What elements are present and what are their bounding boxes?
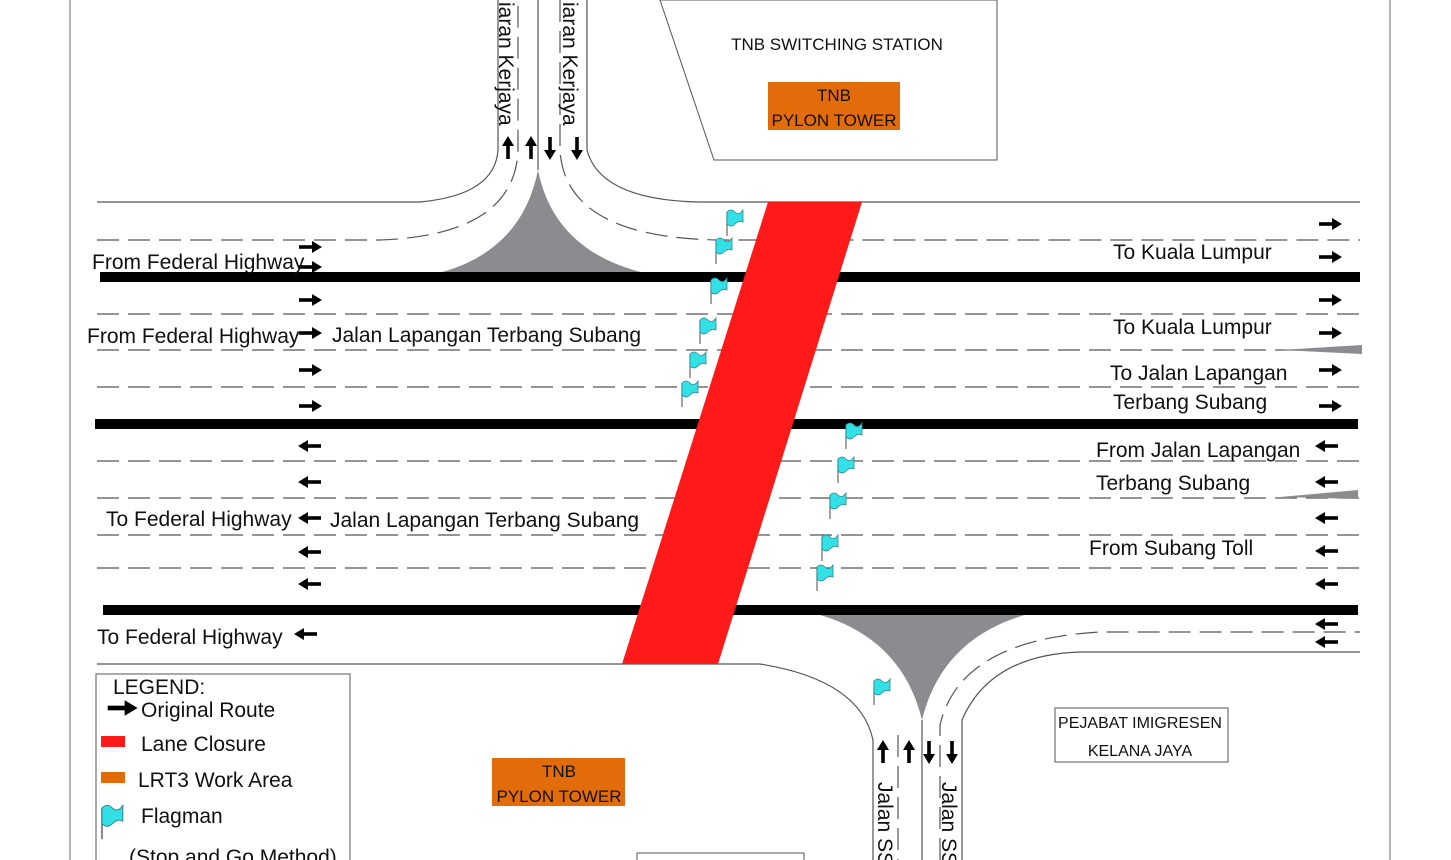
pylon-bottom-label-2: PYLON TOWER [496, 787, 621, 806]
road-edges [97, 0, 1360, 860]
road-name-top-left: iaran Kerjaya [494, 2, 517, 126]
arrow-icon [298, 440, 321, 452]
arrow-icon [298, 476, 321, 488]
lane-closure-zone [622, 202, 862, 664]
arrow-icon [502, 136, 514, 159]
arrow-icon [1319, 218, 1342, 230]
arrow-icon [298, 546, 321, 558]
flagman-icon [821, 534, 839, 562]
legend-box [95, 673, 351, 860]
flagman-icon [829, 492, 847, 520]
arrow-icon [298, 578, 321, 590]
arrow-icon [299, 294, 322, 306]
pylon-bottom-label: TNB [542, 762, 576, 781]
arrow-icon [525, 136, 537, 159]
arrow-icon [1315, 476, 1338, 488]
legend-work-area-swatch [101, 772, 125, 783]
office-label-2: KELANA JAYA [1088, 743, 1193, 760]
legend-item: Flagman [141, 805, 223, 828]
arrow-icon [877, 740, 889, 763]
flagman-icon [726, 209, 744, 237]
label-to-federal: To Federal Highway [106, 508, 292, 531]
road-name-top-right: iaran Kerjaya [558, 2, 581, 126]
building-outline [636, 852, 805, 860]
arrow-icon [1315, 512, 1338, 524]
label-from-jalan-2: Terbang Subang [1096, 472, 1250, 495]
pylon-tower-top [768, 82, 900, 130]
flagman-icon [689, 351, 707, 379]
arrow-icon [1319, 400, 1342, 412]
taper-1 [1280, 345, 1362, 354]
label-from-subang-toll: From Subang Toll [1089, 537, 1253, 560]
arrow-icon [1319, 294, 1342, 306]
median-1 [100, 272, 1360, 282]
legend-closure-swatch [101, 736, 125, 747]
office-label: PEJABAT IMIGRESEN [1058, 715, 1222, 732]
arrow-icon [1315, 618, 1338, 630]
station-title: TNB SWITCHING STATION [731, 35, 943, 54]
legend-note: (Stop and Go Method) [129, 846, 337, 860]
arrow-icon [1315, 636, 1338, 648]
arrow-icon [299, 400, 322, 412]
flagman-icon [710, 277, 728, 305]
label-to-kl: To Kuala Lumpur [1113, 316, 1272, 339]
arrow-icon [1315, 545, 1338, 557]
label-to-jalan: To Jalan Lapangan [1110, 362, 1288, 385]
arrow-icon [903, 740, 915, 763]
flagman-icon [837, 456, 855, 484]
arrow-icon [544, 137, 556, 160]
switching-station [659, 0, 998, 161]
road-name-main-upper: Jalan Lapangan Terbang Subang [332, 324, 641, 347]
immigration-office [1054, 707, 1229, 763]
pylon-top-label-2: PYLON TOWER [771, 111, 896, 130]
arrow-icon [1319, 251, 1342, 263]
traffic-island-top [420, 170, 665, 277]
arrow-icon [946, 741, 958, 764]
label-from-federal: From Federal Highway [92, 251, 305, 274]
flagman-icon [699, 317, 717, 345]
flagman-icon [681, 380, 699, 408]
label-to-jalan-2: Terbang Subang [1113, 391, 1267, 414]
taper-2 [1280, 490, 1358, 499]
label-from-jalan: From Jalan Lapangan [1096, 439, 1300, 462]
arrow-icon [1315, 440, 1338, 452]
traffic-island-bottom [800, 610, 1045, 720]
arrow-icon [571, 137, 583, 160]
arrow-icon [298, 512, 321, 524]
legend-item: LRT3 Work Area [138, 769, 293, 792]
legend-title: LEGEND: [113, 676, 205, 699]
pylon-top-label: TNB [817, 86, 851, 105]
label-to-federal: To Federal Highway [97, 626, 283, 649]
arrow-icon [299, 327, 322, 339]
arrow-icon [1315, 578, 1338, 590]
pylon-tower-bottom [492, 758, 625, 806]
flagman-icon [715, 237, 733, 265]
arrow-icon [294, 628, 317, 640]
label-to-kl: To Kuala Lumpur [1113, 241, 1272, 264]
road-name-main-lower: Jalan Lapangan Terbang Subang [330, 509, 639, 532]
flagman-icon [845, 422, 863, 450]
legend-item: Lane Closure [141, 733, 266, 756]
arrow-icon [299, 364, 322, 376]
label-from-federal: From Federal Highway [87, 325, 300, 348]
road-name-bottom-right: Jalan SS [937, 782, 960, 860]
legend-item: Original Route [141, 699, 275, 722]
road-name-bottom-left: Jalan SS [873, 782, 896, 860]
flagman-icon [873, 678, 891, 706]
flagman-icon [816, 564, 834, 592]
arrow-icon [1319, 364, 1342, 376]
arrow-icon [923, 741, 935, 764]
arrow-icon [1319, 327, 1342, 339]
